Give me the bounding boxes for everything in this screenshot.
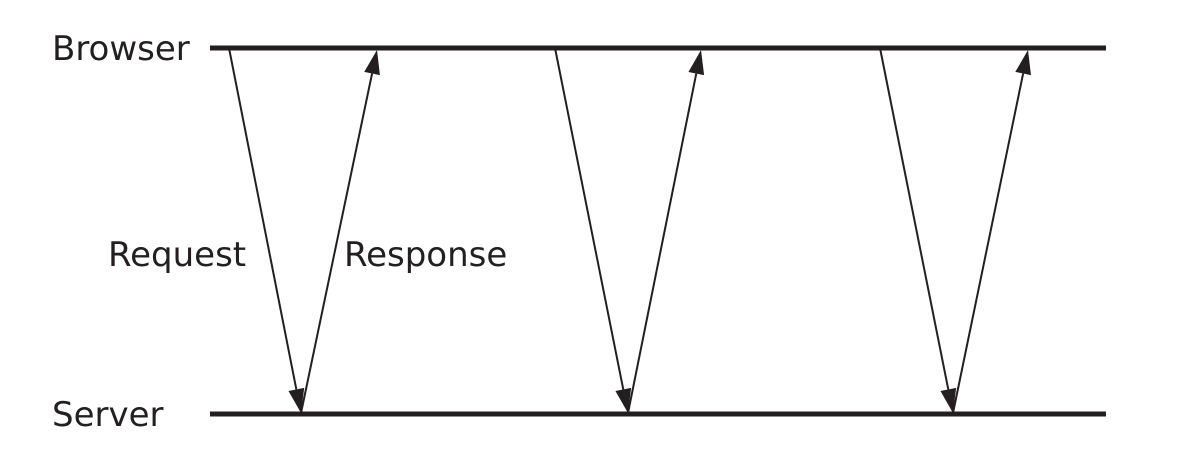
response-arrow-2-head	[688, 50, 705, 76]
response-arrow-1	[300, 50, 380, 414]
request-arrow-1-head	[288, 387, 305, 413]
response-arrow-2	[627, 50, 705, 414]
request-label: Request	[108, 235, 247, 275]
request-arrow-3-shaft	[879, 47, 950, 390]
response-label: Response	[344, 235, 508, 275]
request-arrow-1	[228, 47, 305, 413]
browser-label: Browser	[52, 29, 190, 69]
request-arrow-2-head	[615, 387, 632, 413]
response-arrow-3	[952, 50, 1031, 414]
server-label: Server	[52, 395, 164, 435]
request-arrow-2	[554, 47, 632, 413]
response-arrow-3-shaft	[952, 73, 1025, 414]
request-arrow-3-head	[940, 387, 957, 413]
exchanges-group	[228, 47, 1031, 414]
response-arrow-3-head	[1015, 50, 1031, 76]
request-arrow-1-shaft	[228, 47, 298, 390]
response-arrow-1-shaft	[300, 73, 374, 414]
response-arrow-1-head	[364, 50, 380, 76]
request-arrow-3	[879, 47, 957, 413]
response-arrow-2-shaft	[627, 73, 698, 414]
request-arrow-2-shaft	[554, 47, 625, 390]
